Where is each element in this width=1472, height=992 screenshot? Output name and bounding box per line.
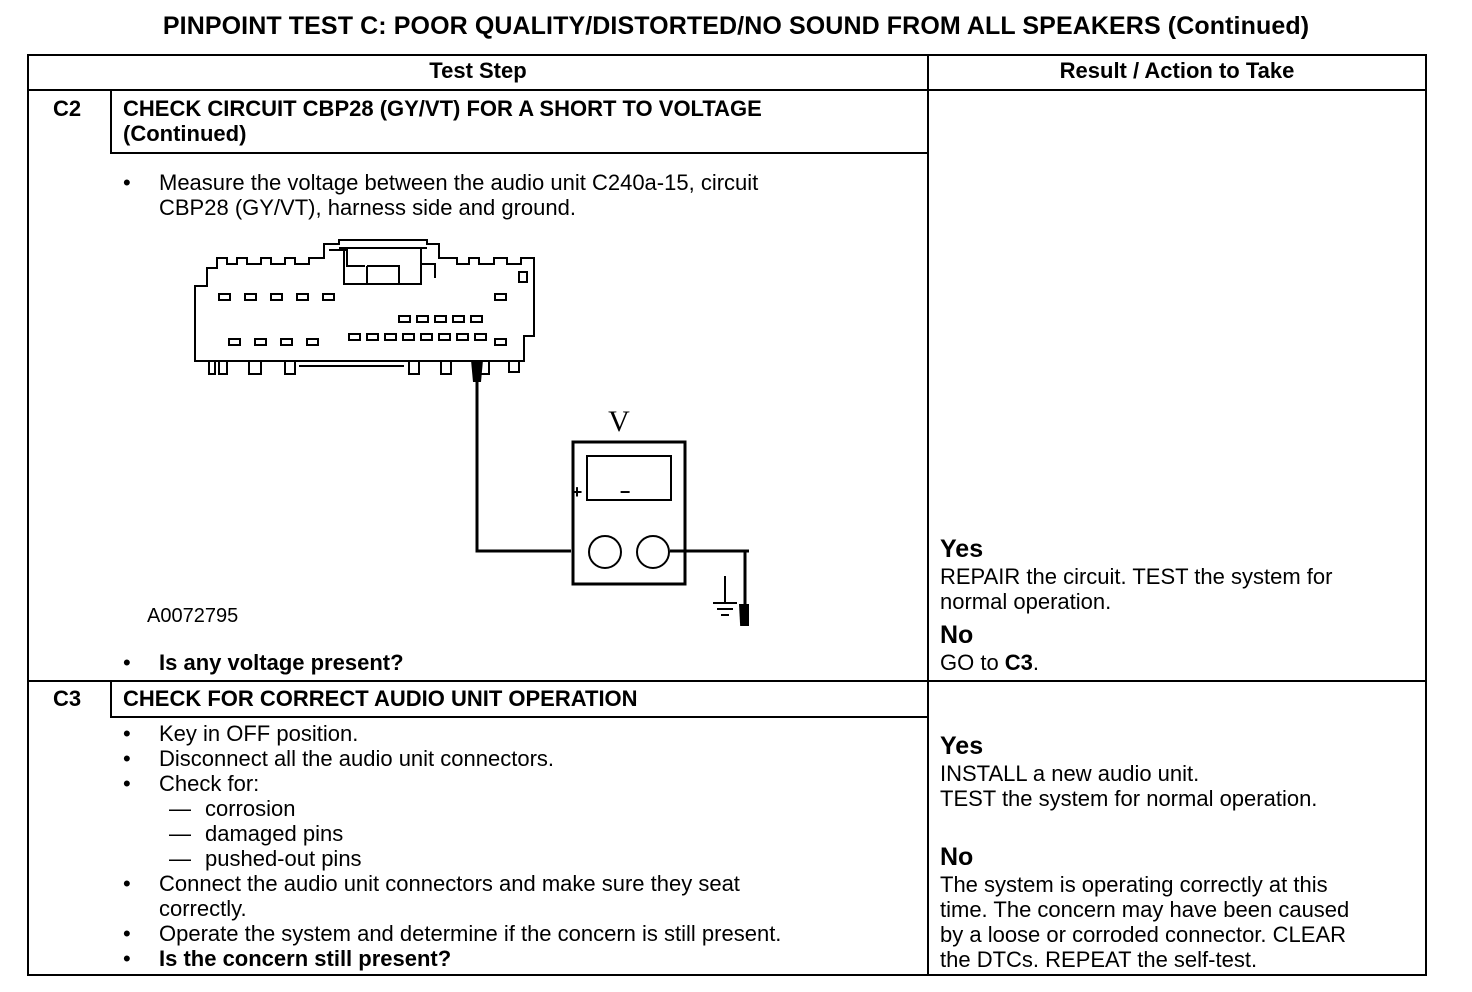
plus-sign: + [571,482,583,502]
figure-id: A0072795 [147,605,239,627]
page-title: PINPOINT TEST C: POOR QUALITY/DISTORTED/… [162,12,1310,40]
positive-probe [471,360,483,382]
positive-lead [475,382,571,553]
c3-instructions: •Key in OFF position. •Disconnect all th… [123,721,782,971]
c3-step-title: CHECK FOR CORRECT AUDIO UNIT OPERATION [123,686,638,711]
header-divider [29,89,1425,91]
c3-id-divider [110,682,112,718]
meter-display [586,455,672,501]
c3-no-text: The system is operating correctly at thi… [940,872,1350,972]
ground-icon [713,576,737,616]
negative-probe [739,604,749,626]
positive-terminal [588,535,622,569]
c2-step-title: CHECK CIRCUIT CBP28 (GY/VT) FOR A SHORT … [123,96,762,146]
negative-terminal [636,535,670,569]
header-result: Result / Action to Take [1059,58,1295,83]
c2-no-label: No [940,621,974,649]
c2-yes-text: REPAIR the circuit. TEST the system for … [940,564,1333,614]
c3-no-label: No [940,843,974,871]
meter-label: V [608,405,630,438]
c3-title-divider [110,716,927,718]
minus-sign: − [619,482,631,502]
c2-step-id: C2 [53,96,82,121]
c2-yes-label: Yes [940,535,984,563]
c3-yes-label: Yes [940,732,984,760]
header-test-step: Test Step [429,58,527,83]
c3-yes-text: INSTALL a new audio unit. TEST the syste… [940,761,1318,811]
row-divider [29,680,1425,682]
c2-id-divider [110,91,112,153]
c2-question: •Is any voltage present? [123,650,404,675]
c3-step-id: C3 [53,686,82,711]
pinpoint-test-table: Test Step Result / Action to Take C2 CHE… [27,54,1427,976]
connector-outline [194,239,535,362]
c2-instruction: •Measure the voltage between the audio u… [123,170,759,220]
voltage-measurement-diagram [194,239,749,626]
column-divider [927,56,929,974]
c2-no-text: GO to C3. [940,650,1040,675]
c2-title-divider [110,152,927,154]
